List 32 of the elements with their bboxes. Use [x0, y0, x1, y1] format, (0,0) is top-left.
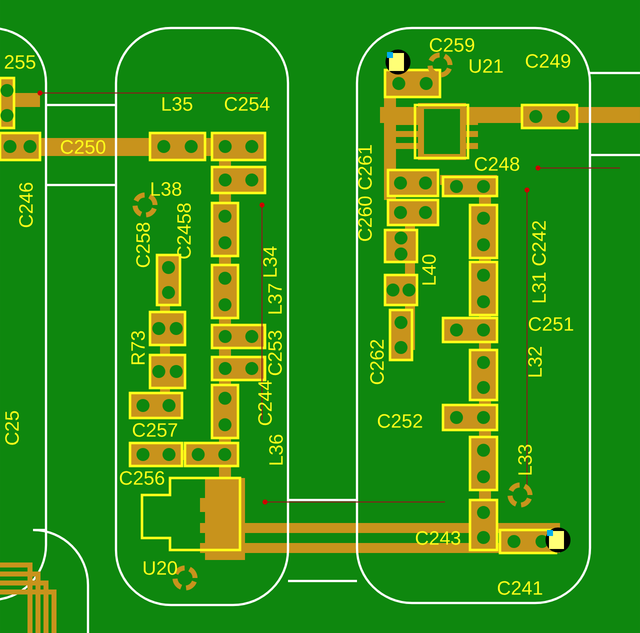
component-label: L31 C242 [532, 221, 546, 302]
component-label: C248 [474, 157, 520, 171]
component-label: L32 [528, 346, 542, 377]
component-label: C249 [526, 54, 570, 68]
component-label: C252 [378, 414, 422, 428]
component-label: C25 [5, 411, 19, 445]
component-label: C250 [60, 140, 106, 154]
component-label: L35 [162, 97, 192, 111]
component-label: 255 [4, 55, 36, 69]
component-label: C258 [136, 222, 150, 268]
component-label: C251 [528, 317, 574, 331]
component-label: C254 [224, 97, 270, 111]
component-label: U21 [470, 59, 503, 73]
component-label: C244 [258, 380, 272, 426]
component-label: C246 [19, 182, 33, 228]
component-label: L40 [422, 254, 436, 285]
component-label: C256 [120, 471, 164, 485]
component-label: L37 [268, 284, 282, 314]
component-label: R73 [131, 331, 145, 364]
component-label: C243 [416, 531, 460, 545]
component-label: C253 [268, 330, 282, 376]
component-label: L33 [518, 444, 532, 475]
component-label: U20 [144, 561, 177, 575]
component-label: C2458 [177, 203, 191, 258]
component-label: C257 [132, 423, 178, 437]
component-label: C262 [370, 340, 384, 384]
component-label: L34 [263, 246, 277, 277]
component-label: C241 [498, 581, 542, 595]
component-label: C259 [430, 38, 474, 52]
component-label: C260 C261 [358, 145, 372, 241]
component-label: L38 [151, 182, 182, 196]
component-label: L36 [269, 434, 283, 465]
